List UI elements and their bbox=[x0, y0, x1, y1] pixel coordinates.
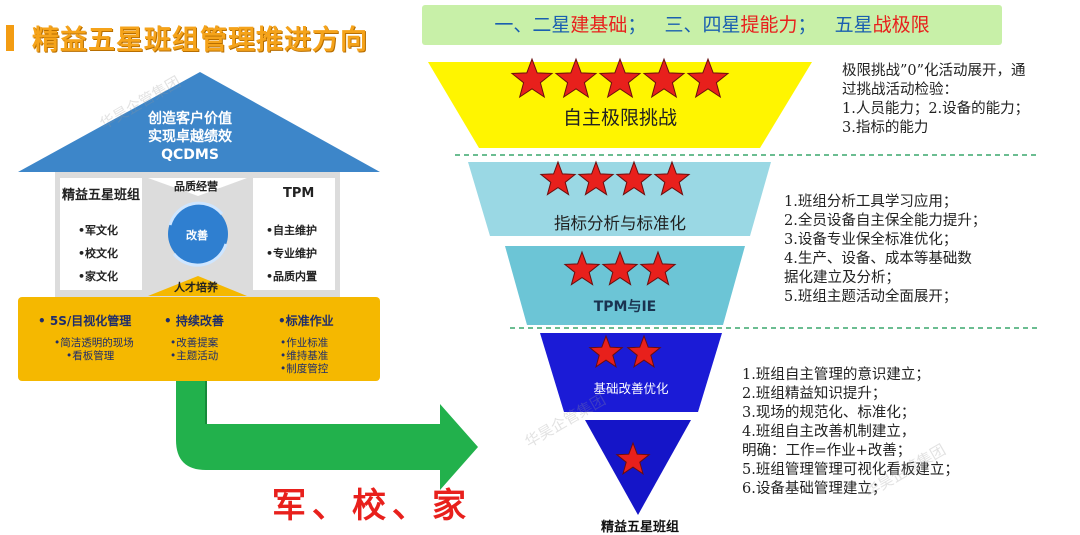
center-bottom-wedge bbox=[148, 276, 247, 296]
center-top-label: 品质经营 bbox=[174, 180, 218, 193]
desc-line: 据化建立及分析； bbox=[784, 270, 900, 286]
center-bottom-label: 人才培养 bbox=[174, 281, 218, 294]
star-icon bbox=[588, 334, 624, 368]
star-icon bbox=[601, 250, 639, 286]
star-icon bbox=[598, 57, 642, 99]
tier5-description: 极限挑战”0”化活动展开，通 过挑战活动检验： 1.人员能力；2.设备的能力； … bbox=[842, 62, 1029, 138]
desc-line: 4.生产、设备、成本等基础数 bbox=[784, 251, 972, 267]
funnel-tier-3 bbox=[505, 246, 745, 325]
roof-text: 创造客户价值 实现卓越绩效 QCDMS bbox=[80, 110, 300, 164]
tier-2-label: 基础改善优化 bbox=[593, 381, 669, 396]
star-icon bbox=[615, 160, 653, 196]
foundation-5s-sub: •看板管理 bbox=[66, 350, 115, 362]
banner-stage1-stars: 一、二星 bbox=[494, 14, 571, 36]
funnel-base-label: 精益五星班组 bbox=[600, 520, 679, 535]
funnel-tier-4 bbox=[468, 162, 771, 236]
desc-line: 2.全员设备自主保全能力提升； bbox=[784, 213, 987, 229]
foundation-standard-sub: •作业标准 bbox=[280, 337, 329, 349]
desc-line: 1.班组分析工具学习应用； bbox=[784, 194, 958, 210]
banner-sep: ； bbox=[797, 14, 817, 36]
desc-line: 1.班组自主管理的意识建立； bbox=[742, 367, 930, 383]
cycle-arrow-bottom bbox=[172, 243, 228, 267]
direction-banner: 一、二星建基础； 三、四星提能力； 五星战极限 bbox=[422, 5, 1002, 45]
desc-line: 1.人员能力；2.设备的能力； bbox=[842, 101, 1030, 117]
left-column-item: •军文化 bbox=[78, 224, 119, 237]
desc-line: 3.指标的能力 bbox=[842, 120, 929, 136]
tier-3-label: TPM与IE bbox=[593, 299, 657, 315]
tier12-description: 1.班组自主管理的意识建立； 2.班组精益知识提升； 3.现场的规范化、标准化；… bbox=[742, 366, 959, 499]
cycle-arrow-top bbox=[168, 201, 224, 226]
center-cycle-label: 改善 bbox=[186, 229, 208, 242]
foundation-continuous: • 持续改善 bbox=[164, 314, 224, 328]
roof-line-1: 创造客户价值 bbox=[148, 111, 232, 127]
roof-line-3: QCDMS bbox=[161, 147, 219, 163]
house-foundation bbox=[18, 297, 380, 381]
left-column-item: •校文化 bbox=[78, 247, 119, 260]
star-icon bbox=[653, 160, 691, 196]
foundation-standard: •标准作业 bbox=[278, 314, 334, 328]
banner-stage2-stars: 三、四星 bbox=[664, 14, 741, 36]
flow-arrow bbox=[176, 381, 478, 490]
right-column-item: •品质内置 bbox=[266, 270, 318, 283]
star-icon bbox=[539, 160, 577, 196]
desc-line: 5.班组主题活动全面展开； bbox=[784, 289, 958, 305]
house-roof bbox=[18, 72, 380, 172]
funnel-tier-2 bbox=[540, 333, 722, 412]
left-pillar bbox=[60, 178, 142, 290]
right-column-title: TPM bbox=[283, 186, 315, 201]
foundation-5s: • 5S/目视化管理 bbox=[38, 314, 132, 328]
tier-5-label: 自主极限挑战 bbox=[562, 107, 677, 129]
star-icon bbox=[615, 441, 651, 475]
foundation-standard-sub: •制度管控 bbox=[280, 363, 329, 375]
center-top-wedge bbox=[148, 178, 247, 196]
desc-line: 过挑战活动检验： bbox=[842, 82, 958, 98]
tier-4-label: 指标分析与标准化 bbox=[554, 214, 686, 233]
star-group bbox=[510, 57, 730, 475]
star-icon bbox=[510, 57, 554, 99]
desc-line: 3.设备专业保全标准优化； bbox=[784, 232, 958, 248]
right-column-item: •专业维护 bbox=[266, 247, 318, 260]
left-column-title: 精益五星班组 bbox=[62, 188, 141, 203]
tier34-description: 1.班组分析工具学习应用； 2.全员设备自主保全能力提升； 3.设备专业保全标准… bbox=[784, 193, 986, 307]
banner-stage1-goal: 建基础 bbox=[570, 14, 628, 36]
title-accent-bar bbox=[6, 25, 14, 51]
desc-line: 明确：工作=作业+改善； bbox=[742, 443, 912, 459]
desc-line: 5.班组管理管理可视化看板建立； bbox=[742, 462, 959, 478]
star-icon bbox=[686, 57, 730, 99]
desc-line: 2.班组精益知识提升； bbox=[742, 386, 887, 402]
roof-line-2: 实现卓越绩效 bbox=[148, 129, 232, 145]
desc-line: 极限挑战”0”化活动展开，通 bbox=[842, 63, 1026, 79]
right-pillar bbox=[253, 178, 335, 290]
foundation-standard-sub: •维持基准 bbox=[280, 350, 329, 362]
right-column-item: •自主维护 bbox=[266, 224, 318, 237]
star-icon bbox=[639, 250, 677, 286]
desc-line: 4.班组自主改善机制建立， bbox=[742, 424, 916, 440]
foundation-continuous-sub: •改善提案 bbox=[170, 337, 219, 349]
foundation-continuous-sub: •主题活动 bbox=[170, 350, 219, 362]
star-icon bbox=[554, 57, 598, 99]
banner-stage3-goal: 战极限 bbox=[872, 14, 930, 36]
slogan: 军、校、家 bbox=[272, 486, 472, 526]
page-title: 精益五星班组管理推进方向 bbox=[32, 25, 368, 56]
foundation-5s-sub: •简洁透明的现场 bbox=[54, 337, 134, 349]
improvement-cycle-icon bbox=[168, 204, 228, 264]
desc-line: 3.现场的规范化、标准化； bbox=[742, 405, 916, 421]
banner-sep: ； bbox=[627, 14, 647, 36]
star-icon bbox=[563, 250, 601, 286]
banner-stage2-goal: 提能力 bbox=[740, 14, 798, 36]
star-icon bbox=[626, 334, 662, 368]
left-column-item: •家文化 bbox=[78, 270, 119, 283]
desc-line: 6.设备基础管理建立； bbox=[742, 481, 887, 497]
banner-stage3-stars: 五星 bbox=[834, 14, 873, 36]
star-icon bbox=[642, 57, 686, 99]
star-icon bbox=[577, 160, 615, 196]
banner-text: 一、二星建基础； 三、四星提能力； 五星战极限 bbox=[422, 5, 1002, 45]
